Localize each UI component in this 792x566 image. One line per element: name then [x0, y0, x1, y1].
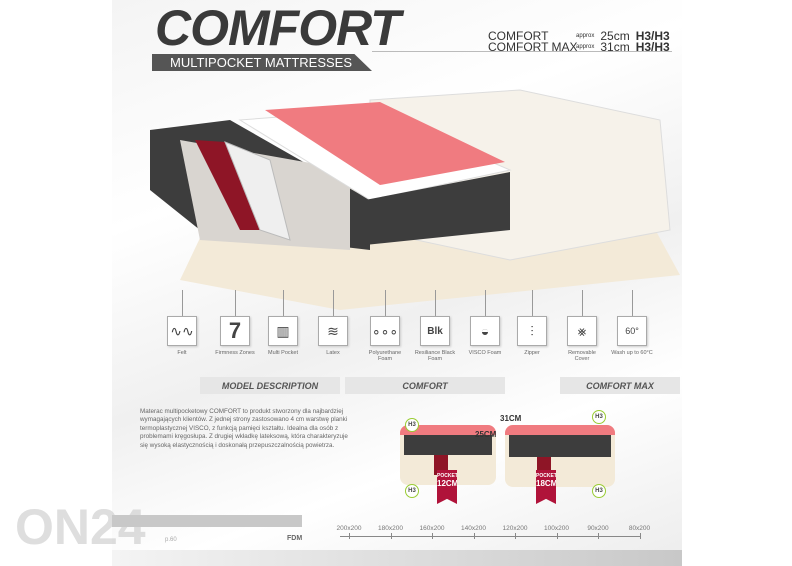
latex-icon: ≋ [318, 316, 348, 346]
spec-height: 25cm [600, 29, 630, 43]
callout-line [385, 290, 386, 316]
footer-bar [112, 515, 302, 527]
spec-name: COMFORT [488, 29, 549, 43]
feature-label: Felt [177, 350, 187, 356]
callout-line [435, 290, 436, 316]
scale-tick [515, 533, 516, 539]
product-subtitle: MULTIPOCKET MATTRESSES [170, 55, 353, 70]
feature-label: Firmness Zones [215, 350, 255, 356]
callout-line [485, 290, 486, 316]
spec-approx: approx [576, 44, 595, 50]
callout-line [182, 290, 183, 316]
feature-label: Multi Pocket [268, 350, 298, 356]
polyurethane-foam-icon: ∘∘∘ [370, 316, 400, 346]
feature-label: Latex [326, 350, 340, 356]
scale-tick [349, 533, 350, 539]
size-option: 140x200 [461, 525, 486, 532]
divider [372, 51, 672, 52]
scale-tick [473, 533, 475, 539]
scale-tick [639, 533, 641, 539]
pocket-springs-red [195, 140, 260, 230]
comfort-height: 25CM [475, 430, 497, 439]
dark-foam-core [365, 172, 510, 245]
zipper-icon: ⫶ [517, 316, 547, 346]
firmness-zones-icon: 7 [220, 316, 250, 346]
callout-line [283, 290, 284, 316]
section-comfort: COMFORT [345, 377, 505, 394]
callout-line [632, 290, 633, 316]
feature-label: Resiliance Black Foam [414, 350, 456, 362]
size-option: 100x200 [544, 525, 569, 532]
scale-tick [556, 533, 558, 539]
brand-logo: FDM [287, 535, 303, 542]
spec-approx: approx [576, 33, 595, 39]
size-scale [340, 536, 640, 537]
multi-pocket-icon: ▥ [268, 316, 298, 346]
spec-height: 31cm [600, 40, 630, 54]
pocket-label: POCKET [536, 473, 557, 479]
feature-label: VISCO Foam [468, 350, 502, 356]
foam-layer [404, 435, 492, 455]
scale-tick [598, 533, 599, 539]
spec-firmness: H3/H3 [635, 40, 670, 54]
pocket-label: POCKET [437, 473, 458, 479]
feature-label: Removable Cover [568, 350, 596, 362]
comfort-max-bottom-firmness: H3 [592, 484, 606, 498]
product-title: COMFORT [155, 0, 401, 56]
subtitle-bar [152, 54, 372, 71]
spec-row: COMFORT approx 25cm H3/H3 [488, 29, 670, 43]
comfort-top-firmness: H3 [405, 418, 419, 432]
callout-line [532, 290, 533, 316]
size-option: 120x200 [502, 525, 528, 532]
wash-60-icon: 60° [617, 316, 647, 346]
resilience-black-foam-icon: Blk [420, 316, 450, 346]
spec-firmness: H3/H3 [635, 29, 670, 43]
callout-line [333, 290, 334, 316]
section-model-description: MODEL DESCRIPTION [200, 377, 340, 394]
feature-label: Wash up to 60°C [611, 350, 653, 356]
felt-icon: ∿∿ [167, 316, 197, 346]
size-option: 90x200 [587, 525, 609, 532]
spec-name: COMFORT MAX [488, 40, 578, 54]
foam-layer [509, 435, 611, 457]
callout-line [582, 290, 583, 316]
visco-layer [505, 425, 615, 435]
comfort-bottom-firmness: H3 [405, 484, 419, 498]
removable-cover-icon: ⨳ [567, 316, 597, 346]
visco-layer [400, 425, 496, 435]
callout-line [235, 290, 236, 316]
model-description-text: Materac multipocketowy COMFORT to produk… [140, 408, 348, 449]
scale-tick [390, 533, 392, 539]
feature-label: Polyurethane Foam [368, 350, 402, 362]
comfort-max-top-firmness: H3 [592, 410, 606, 424]
size-option: 180x200 [378, 525, 403, 532]
comfort-max-height: 31CM [500, 414, 522, 423]
scale-tick [432, 533, 433, 539]
visco-foam-icon: ◒ [470, 316, 500, 346]
pocket-size: 12CM [437, 479, 459, 488]
size-option: 160x200 [419, 525, 445, 532]
page-number: p.60 [165, 537, 177, 543]
section-comfort-max: COMFORT MAX [560, 377, 680, 394]
mattress-illustration [150, 89, 680, 310]
size-option: 200x200 [336, 525, 362, 532]
pocket-springs [224, 141, 291, 241]
pocket-size: 18CM [536, 479, 558, 488]
footer-band [112, 550, 682, 566]
visco-foam-layer [265, 102, 505, 185]
feature-label: Zipper [524, 350, 540, 356]
comfort-max-cross-section [505, 425, 615, 487]
size-option: 80x200 [628, 525, 651, 532]
watermark: ON24 [15, 499, 146, 555]
